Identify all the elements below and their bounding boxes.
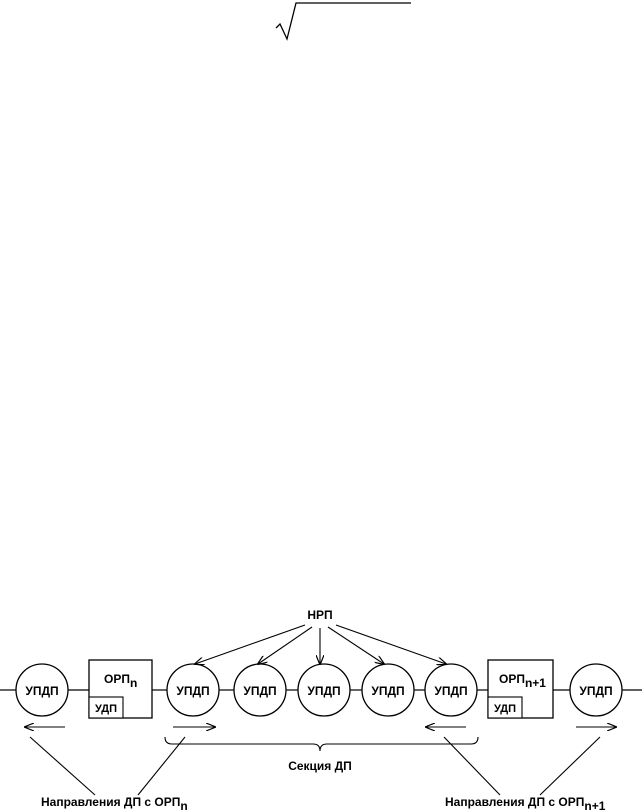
updp-node: УПДП xyxy=(569,663,623,717)
updp-label: УПДП xyxy=(243,684,276,698)
directions-left-label: Направления ДП с ОРПn xyxy=(41,795,188,812)
updp-label: УПДП xyxy=(371,684,404,698)
orp-n1-box: ОРПn+1 УДП xyxy=(487,659,554,719)
updp-node: УПДП xyxy=(361,663,415,717)
updp-node: УПДП xyxy=(424,663,478,717)
updp-node: УПДП xyxy=(166,663,220,717)
updp-node: УПДП xyxy=(233,663,287,717)
directions-left-subscript: n xyxy=(180,799,187,812)
orp-n-subscript: n xyxy=(130,676,137,690)
orp-n-label: ОРПn xyxy=(104,672,137,690)
section-label: Секция ДП xyxy=(288,759,352,773)
updp-label: УПДП xyxy=(25,684,58,698)
section-brace xyxy=(164,736,479,752)
updp-label: УПДП xyxy=(434,684,467,698)
orp-n1-subscript: n+1 xyxy=(525,676,546,690)
udp-label: УДП xyxy=(95,703,117,715)
nrp-label: НРП xyxy=(307,608,332,622)
directions-right-label: Направления ДП с ОРПn+1 xyxy=(445,795,606,812)
updp-label: УПДП xyxy=(176,684,209,698)
directions-right-subscript: n+1 xyxy=(584,799,605,812)
square-root-sign-icon xyxy=(275,2,411,41)
udp-label: УДП xyxy=(494,703,516,715)
updp-label: УПДП xyxy=(307,684,340,698)
label-pointers xyxy=(29,736,601,796)
nrp-arrows xyxy=(195,624,446,664)
updp-node: УПДП xyxy=(15,663,69,717)
orp-n1-label: ОРПn+1 xyxy=(499,672,546,690)
updp-label: УПДП xyxy=(579,684,612,698)
orp-n-box: ОРПn УДП xyxy=(88,659,153,719)
updp-node: УПДП xyxy=(297,663,351,717)
